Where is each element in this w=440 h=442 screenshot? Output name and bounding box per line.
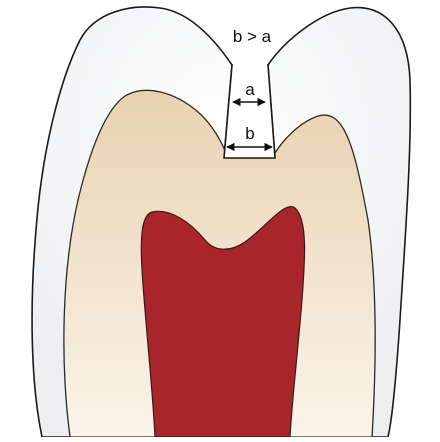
label-a: a [245, 80, 255, 99]
cavity-preparation [224, 65, 275, 158]
label-b: b [245, 124, 254, 143]
relation-label: b > a [233, 27, 272, 46]
